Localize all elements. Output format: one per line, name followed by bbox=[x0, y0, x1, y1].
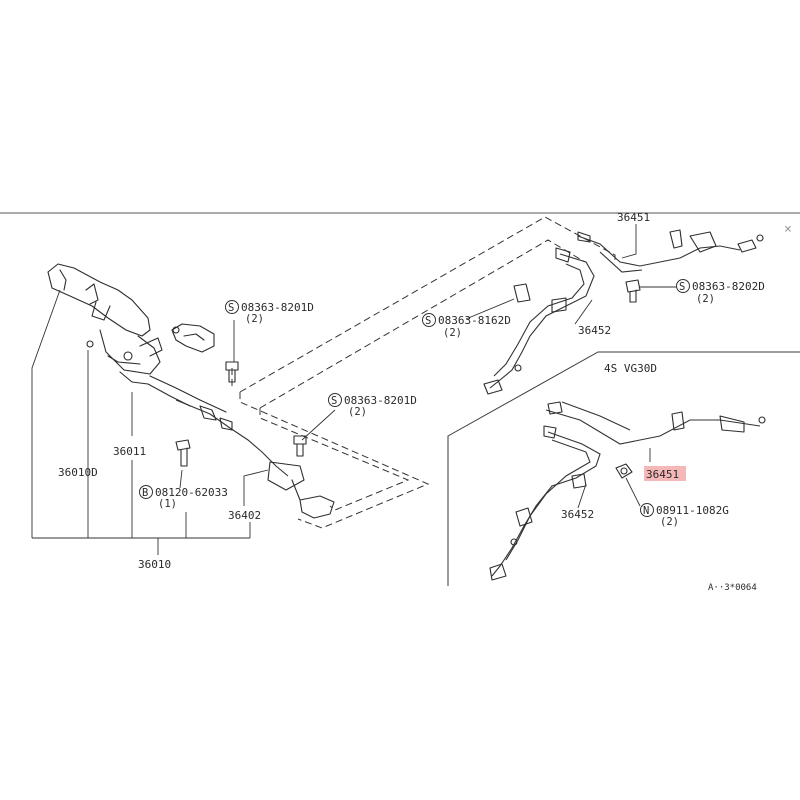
highlight-box bbox=[644, 466, 686, 481]
nut-08911-1082G bbox=[615, 463, 633, 479]
bolt-08363-8201D-lower bbox=[293, 435, 307, 457]
part-label-36452-variant: 36452 bbox=[561, 508, 594, 521]
variant-label: 4S VG30D bbox=[604, 362, 657, 375]
svg-text:(2): (2) bbox=[696, 293, 715, 305]
svg-text:(2): (2) bbox=[443, 327, 462, 339]
footer-code: A··3*0064 bbox=[708, 583, 757, 593]
callout-08363-8201D-upper: S 08363-8201D (2) bbox=[225, 300, 314, 325]
svg-text:(2): (2) bbox=[348, 406, 367, 418]
part-label-36402: 36402 bbox=[228, 509, 261, 522]
dashed-boundary-inner bbox=[259, 239, 586, 409]
part-label-36451-highlighted: 36451 bbox=[644, 466, 686, 481]
svg-text:08363-8202D: 08363-8202D bbox=[692, 280, 765, 293]
callout-08363-8162D: S 08363-8162D (2) bbox=[422, 313, 511, 339]
bolt-08120-62033 bbox=[175, 439, 191, 467]
svg-text:S: S bbox=[331, 395, 337, 407]
svg-text:S: S bbox=[679, 281, 685, 293]
callout-08363-8201D-lower: S 08363-8201D (2) bbox=[328, 393, 417, 418]
part-label-36452-top: 36452 bbox=[578, 324, 611, 337]
rear-cable-36452-top bbox=[483, 247, 595, 395]
rear-cable-36452-variant bbox=[489, 425, 601, 581]
bolt-08363-8202D bbox=[625, 279, 641, 303]
mounting-bracket bbox=[171, 323, 215, 353]
leader-lines bbox=[31, 224, 676, 555]
svg-text:(1): (1) bbox=[158, 498, 177, 510]
svg-text:08363-8201D: 08363-8201D bbox=[344, 394, 417, 407]
svg-text:(2): (2) bbox=[660, 516, 679, 528]
svg-text:S: S bbox=[425, 315, 431, 327]
parking-brake-lever bbox=[47, 263, 227, 413]
svg-text:(2): (2) bbox=[245, 313, 264, 325]
part-label-36011: 36011 bbox=[113, 445, 146, 458]
callout-08363-8202D: S 08363-8202D (2) bbox=[676, 279, 765, 305]
part-label-36010: 36010 bbox=[138, 558, 171, 571]
svg-text:08363-8162D: 08363-8162D bbox=[438, 314, 511, 327]
dashed-boundary-lower bbox=[239, 392, 430, 529]
svg-text:S: S bbox=[228, 302, 234, 314]
callout-08911-1082G: N 08911-1082G (2) bbox=[640, 503, 729, 528]
svg-text:08120-62033: 08120-62033 bbox=[155, 486, 228, 499]
svg-text:N: N bbox=[643, 505, 649, 517]
svg-text:08911-1082G: 08911-1082G bbox=[656, 504, 729, 517]
part-label-36010D: 36010D bbox=[58, 466, 98, 479]
rear-cable-36451-top bbox=[577, 229, 764, 273]
svg-text:08363-8201D: 08363-8201D bbox=[241, 301, 314, 314]
dashed-boundary-outer bbox=[239, 216, 616, 393]
svg-text:B: B bbox=[142, 487, 148, 499]
front-cable-36402 bbox=[175, 399, 335, 519]
dashed-boundary-lower-inner bbox=[259, 408, 410, 511]
part-label-36451-top: 36451 bbox=[617, 211, 650, 224]
rear-cable-36451-variant bbox=[545, 401, 766, 445]
svg-text:36451: 36451 bbox=[646, 468, 679, 481]
close-icon[interactable]: × bbox=[784, 222, 792, 237]
callout-08120-62033: B 08120-62033 (1) bbox=[139, 485, 228, 510]
variant-frame bbox=[447, 351, 800, 586]
